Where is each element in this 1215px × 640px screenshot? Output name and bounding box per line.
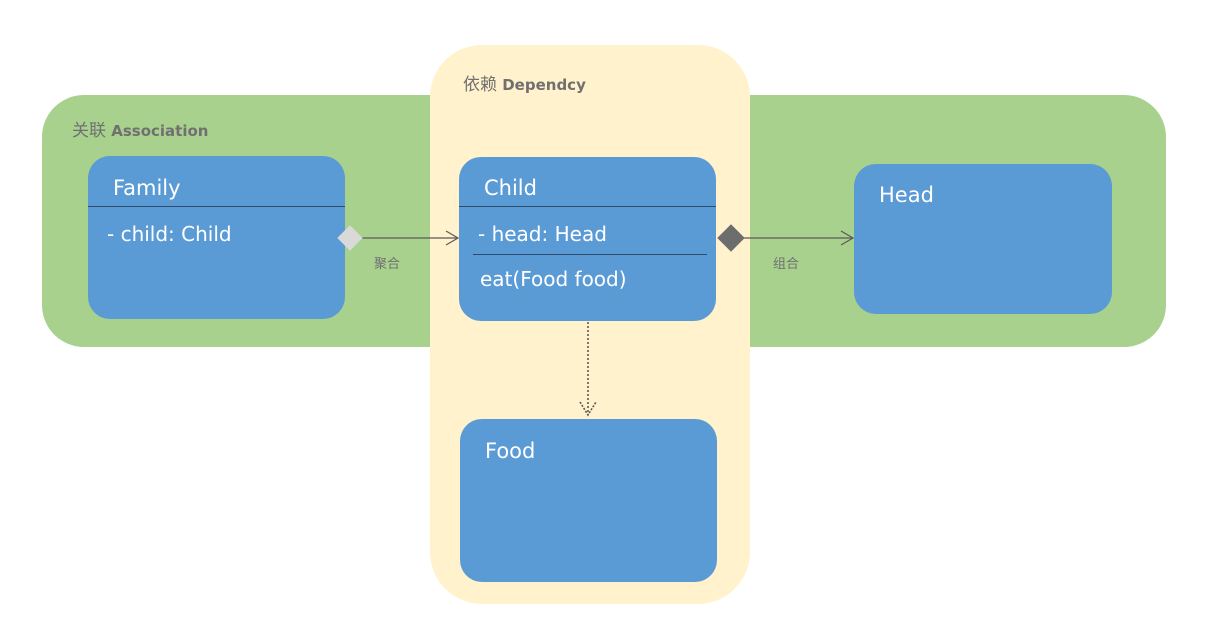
class-family[interactable]: Family - child: Child [88, 156, 345, 319]
class-child-method: eat(Food food) [480, 267, 627, 291]
dependency-label-en: Dependcy [502, 76, 586, 94]
class-child-name: Child [484, 176, 537, 200]
association-label-en: Association [111, 122, 209, 140]
class-child-divider-attributes [459, 206, 716, 207]
association-label-cn: 关联 [72, 121, 106, 141]
class-child-attribute: - head: Head [478, 222, 607, 246]
dependency-arrowhead [579, 401, 597, 417]
composition-arrowhead [840, 230, 855, 246]
aggregation-arrowhead [445, 230, 460, 246]
class-head-name: Head [879, 183, 934, 207]
class-food[interactable]: Food [460, 419, 717, 582]
association-region-label: 关联 Association [72, 116, 208, 141]
dependency-connector [579, 322, 597, 417]
class-child-divider-methods [473, 254, 707, 255]
class-food-name: Food [485, 439, 536, 463]
class-family-name: Family [113, 176, 181, 200]
composition-label: 组合 [773, 257, 800, 272]
class-family-attribute: - child: Child [107, 222, 232, 246]
composition-connector [717, 224, 855, 252]
aggregation-hollow-diamond [337, 225, 363, 251]
class-child[interactable]: Child - head: Head eat(Food food) [459, 157, 716, 321]
composition-filled-diamond [717, 224, 745, 252]
aggregation-connector [337, 225, 460, 251]
dependency-region-label: 依赖 Dependcy [463, 70, 586, 95]
aggregation-label: 聚合 [374, 257, 401, 272]
class-family-divider [88, 206, 345, 207]
dependency-label-cn: 依赖 [463, 75, 497, 95]
class-head[interactable]: Head [854, 164, 1112, 314]
